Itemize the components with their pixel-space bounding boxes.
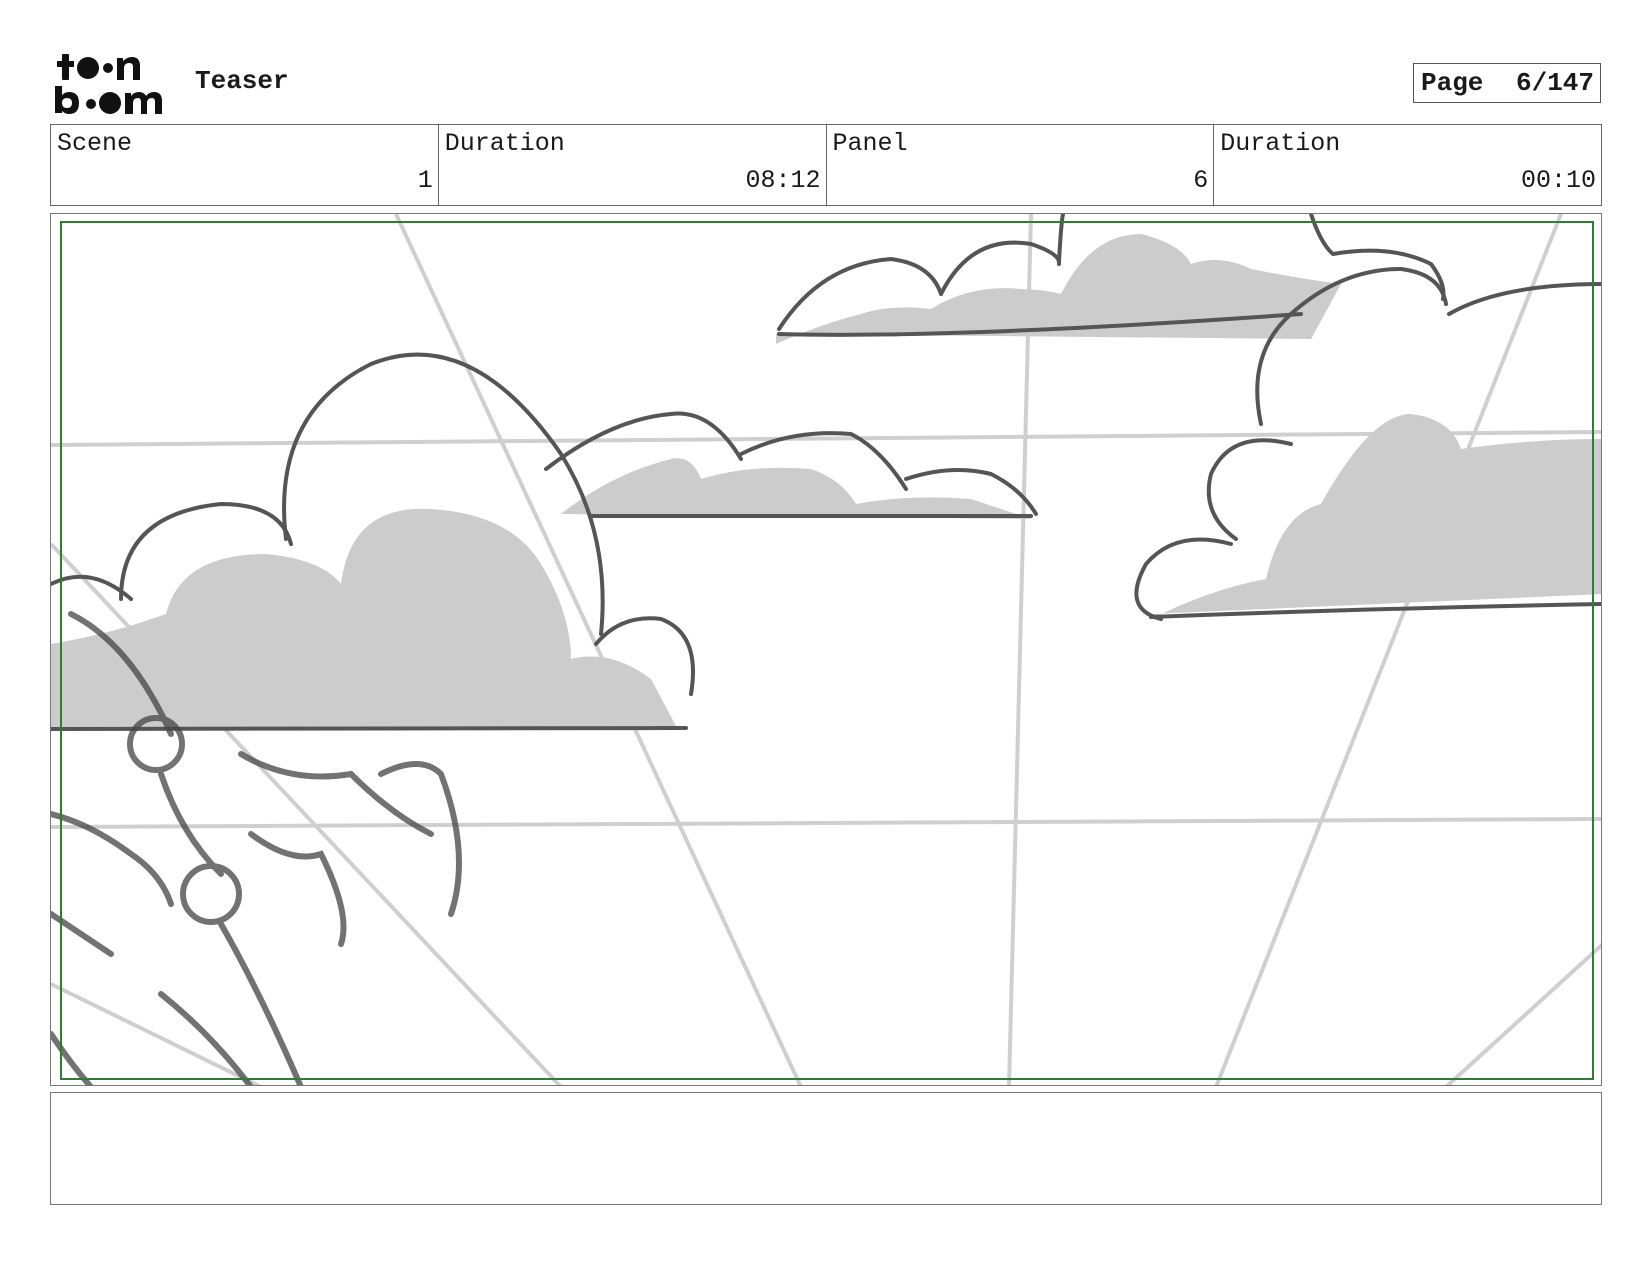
perspective-grid [51, 214, 1601, 1085]
panel-info-row: Scene 1 Duration 08:12 Panel 6 Duration … [50, 124, 1602, 206]
cloud-outlines [51, 214, 1601, 731]
page-label: Page [1421, 68, 1484, 98]
panel-duration-cell: Duration 00:10 [1214, 125, 1601, 205]
cloud-shading [51, 234, 1601, 729]
scene-cell: Scene 1 [51, 125, 439, 205]
scene-label: Scene [57, 129, 133, 158]
panel-notes-box[interactable] [50, 1092, 1602, 1205]
panel-duration-value: 00:10 [1520, 166, 1596, 195]
scene-duration-value: 08:12 [745, 166, 821, 195]
toon-boom-logo [55, 54, 162, 114]
scene-duration-cell: Duration 08:12 [439, 125, 827, 205]
project-title: Teaser [195, 66, 289, 96]
character-sketch [51, 611, 462, 1085]
storyboard-panel [50, 213, 1602, 1086]
panel-label: Panel [832, 129, 908, 158]
panel-value: 6 [1193, 166, 1209, 195]
scene-duration-label: Duration [444, 129, 565, 158]
scene-value: 1 [417, 166, 433, 195]
panel-duration-label: Duration [1220, 129, 1341, 158]
page-indicator: Page 6/147 [1413, 63, 1601, 103]
page-number: 6/147 [1515, 68, 1594, 98]
panel-sketch [51, 214, 1601, 1085]
panel-cell: Panel 6 [827, 125, 1215, 205]
camera-frame [60, 221, 1594, 1080]
